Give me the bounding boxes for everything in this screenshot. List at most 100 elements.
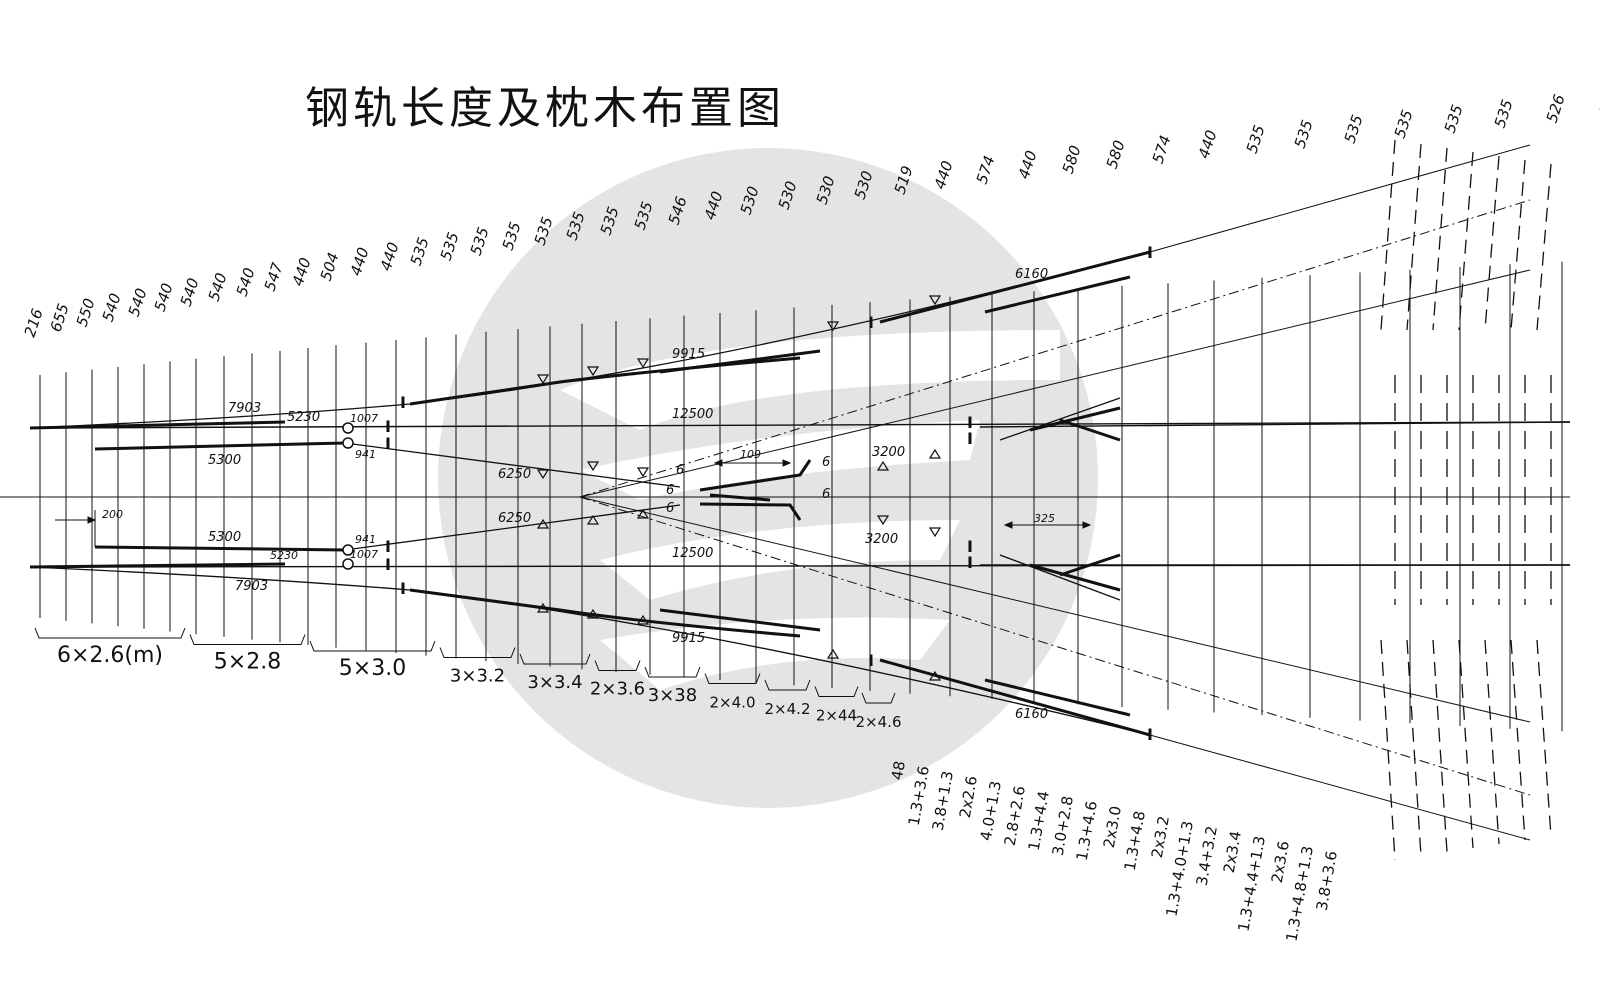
spacing-label-top: 440 — [1015, 148, 1041, 181]
label-5230-top: 5230 — [287, 410, 320, 425]
label-7903-top: 7903 — [228, 401, 261, 416]
svg-text:I: I — [1147, 725, 1153, 744]
label-200: 200 — [102, 508, 123, 521]
group-label: 3×3.2 — [450, 666, 505, 687]
spacing-label-bottom: 2.8+2.6 — [1001, 785, 1029, 847]
spacing-label-top: 440 — [347, 245, 373, 278]
group-bracket — [644, 666, 701, 678]
label-6250-bot: 6250 — [498, 511, 531, 526]
spacing-label-top: 440 — [931, 159, 957, 192]
dashed-tie-bottom — [1458, 639, 1474, 849]
svg-text:I: I — [967, 429, 973, 448]
label-1007-bot: 1007 — [350, 548, 378, 561]
spacing-label-top: 440 — [377, 240, 403, 273]
label-6-d: 6 — [822, 487, 830, 502]
svg-text:I: I — [1147, 243, 1153, 262]
dashed-tie-bottom — [1380, 639, 1396, 861]
svg-text:I: I — [868, 651, 874, 670]
dashed-tie-bottom — [1484, 639, 1500, 845]
spacing-label-top: 540 — [125, 286, 151, 319]
spacing-label-top: 540 — [177, 276, 203, 309]
spacing-label-top: 540 — [151, 281, 177, 314]
dashed-tie-bottom — [1406, 639, 1422, 857]
label-941-bot: 941 — [355, 533, 376, 546]
spacing-label-bottom: 1.3+4.6 — [1073, 800, 1101, 862]
spacing-label-bottom: 3.8+1.3 — [929, 770, 957, 832]
spacing-label-top: 535 — [1291, 118, 1317, 151]
label-3200-top: 3200 — [872, 445, 905, 460]
label-5300-top: 5300 — [208, 453, 241, 468]
label-3200-bot: 3200 — [865, 532, 898, 547]
group-label: 2×4.0 — [710, 694, 756, 712]
group-bracket — [814, 686, 859, 697]
spacing-label-top: 535 — [1341, 113, 1367, 146]
svg-text:I: I — [385, 417, 391, 436]
svg-text:I: I — [967, 553, 973, 572]
group-label: 2×4.6 — [856, 713, 902, 731]
spacing-label-top: 535 — [467, 225, 493, 258]
dashed-tie-bottom — [1510, 639, 1526, 841]
spacing-label-bottom: 3.8+3.6 — [1313, 850, 1341, 912]
joint-marks: III III II II II II — [385, 243, 1153, 744]
spacing-label-top: 440 — [1595, 87, 1600, 120]
diagram-title: 钢轨长度及枕木布置图 — [305, 83, 785, 134]
dashed-tie-top — [1380, 139, 1396, 331]
label-6160-bot: 6160 — [1015, 707, 1048, 722]
spacing-label-top: 440 — [289, 255, 315, 288]
spacing-label-bottom: 3.0+2.8 — [1049, 795, 1077, 857]
sleeper-triangles — [536, 295, 942, 681]
dashed-tie-top — [1458, 151, 1474, 331]
label-6-a: 6 — [676, 463, 684, 478]
group-label: 2×44 — [816, 707, 857, 725]
spacing-label-bottom: 2x3.6 — [1268, 840, 1293, 885]
spacing-label-top: 504 — [317, 250, 343, 283]
dashed-tie-top — [1536, 163, 1552, 331]
group-bracket — [439, 647, 516, 658]
spacing-label-bottom: 2x3.2 — [1148, 815, 1173, 860]
svg-text:I: I — [385, 434, 391, 453]
label-5230-bot: 5230 — [270, 549, 298, 562]
label-109: 109 — [740, 448, 761, 461]
spacing-label-top: 535 — [1491, 97, 1517, 130]
group-bracket — [704, 673, 761, 684]
group-label: 3×38 — [648, 685, 697, 706]
rail-length-labels: 7903 5230 1007 5300 941 9915 12500 6250 … — [102, 267, 1055, 722]
svg-text:I: I — [400, 393, 406, 412]
spacing-label-top: 540 — [205, 271, 231, 304]
dashed-tie-top — [1484, 155, 1500, 331]
spacing-label-top: 535 — [1243, 123, 1269, 156]
spacing-label-top: 526 — [1543, 92, 1569, 125]
svg-text:I: I — [967, 537, 973, 556]
spacing-label-top: 580 — [1103, 138, 1129, 171]
label-9915-bot: 9915 — [672, 631, 705, 646]
group-bracket — [764, 679, 811, 691]
label-6-e: 6 — [666, 501, 674, 516]
dashed-tie-bottom — [1536, 639, 1552, 837]
group-label: 6×2.6(m) — [57, 643, 163, 668]
spacing-label-bottom: 2x3.4 — [1220, 830, 1245, 875]
svg-text:I: I — [868, 313, 874, 332]
spacing-label-top: 216 — [21, 306, 47, 339]
spacing-label-bottom: 3.4+3.2 — [1193, 825, 1221, 887]
dashed-tie-top — [1432, 147, 1448, 331]
dashed-tie-top — [1406, 143, 1422, 331]
group-bracket — [594, 660, 641, 671]
sleeper-group-brackets — [34, 627, 896, 704]
label-6-c: 6 — [822, 455, 830, 470]
spacing-label-top: 535 — [1391, 108, 1417, 141]
label-6160-top: 6160 — [1015, 267, 1048, 282]
spacing-label-bottom: 1.3+4.8 — [1121, 810, 1149, 872]
spacing-label-bottom: 1.3+4.4 — [1025, 790, 1053, 852]
group-bracket — [309, 640, 436, 652]
group-bracket — [34, 627, 186, 639]
dimension-arrows — [55, 459, 1092, 547]
spacing-label-bottom: 48 — [888, 760, 909, 782]
group-bracket — [519, 653, 591, 665]
spacing-label-top: 535 — [407, 235, 433, 268]
spacing-label-top: 574 — [973, 153, 999, 186]
spacing-label-top: 540 — [99, 291, 125, 324]
group-label: 2×3.6 — [590, 679, 645, 700]
